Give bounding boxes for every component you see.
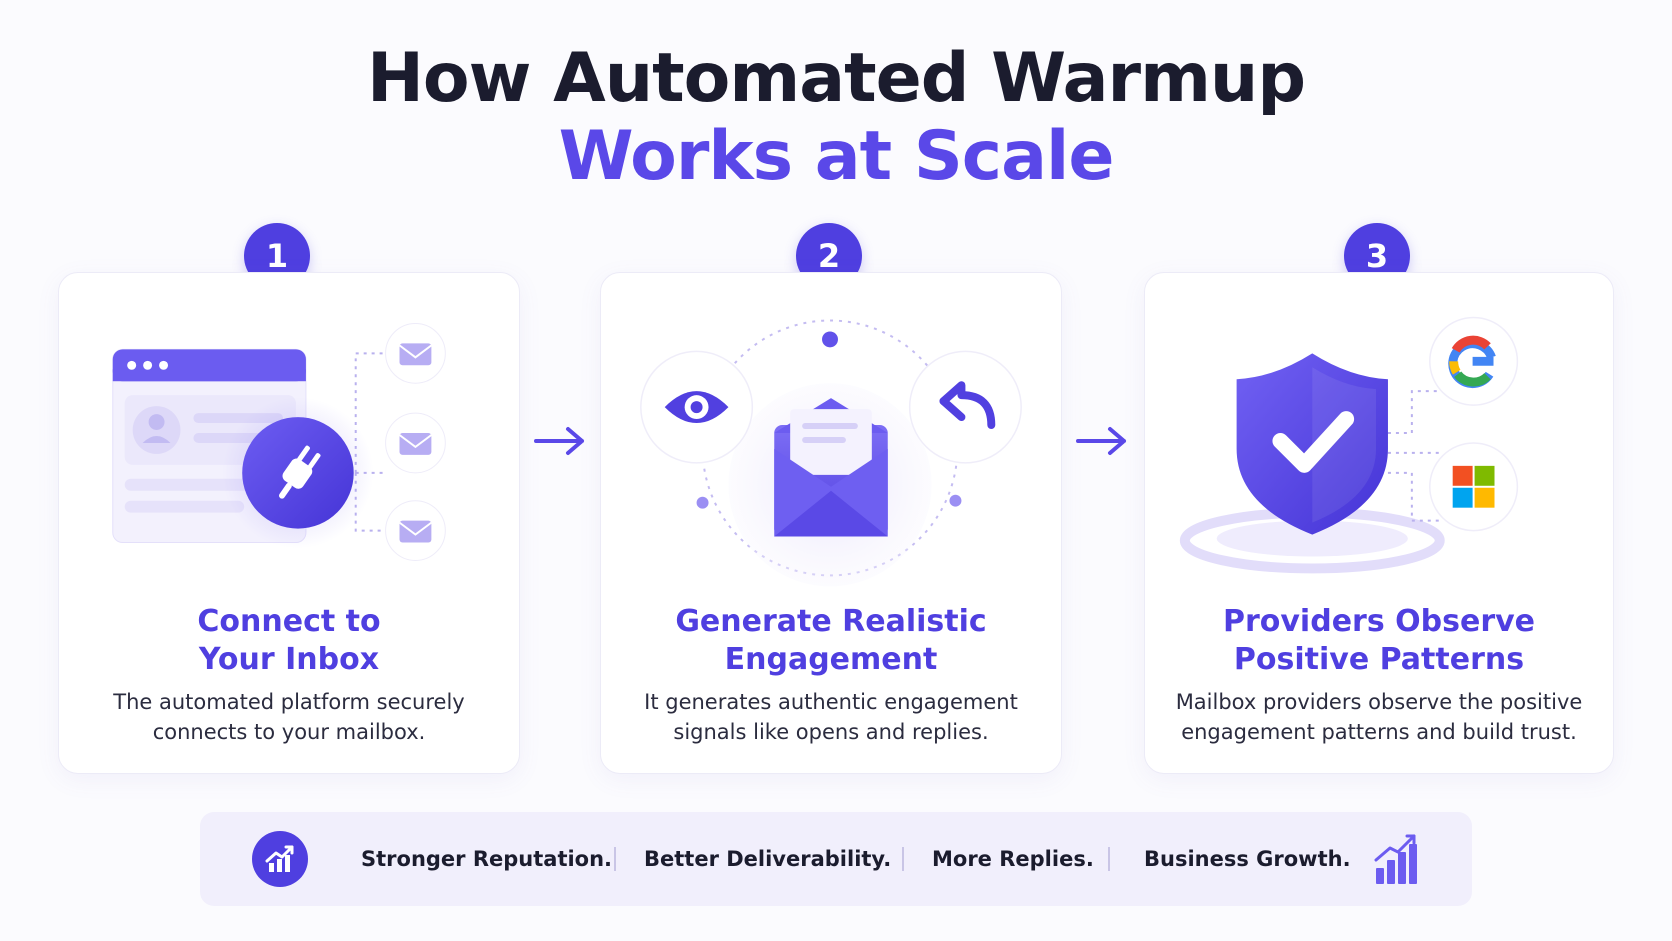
divider	[1108, 847, 1110, 871]
step-3-desc-line-1: Mailbox providers observe the positive	[1175, 690, 1583, 714]
user-avatar-icon	[132, 406, 181, 454]
title-line-2: Works at Scale	[558, 117, 1115, 196]
benefit-item: Business Growth.	[1144, 847, 1351, 871]
arrow-right-icon	[534, 427, 584, 455]
step-2-heading: Generate Realistic Engagement	[601, 603, 1061, 679]
eye-icon	[640, 350, 754, 464]
arrow-right-icon	[1076, 427, 1126, 455]
benefit-item: Stronger Reputation.	[361, 847, 613, 871]
step-2-desc-line-1: It generates authentic engagement	[644, 690, 1018, 714]
divider	[902, 847, 904, 871]
shield-check-icon	[1236, 353, 1388, 535]
step-3-heading-line-1: Providers Observe	[1222, 604, 1536, 639]
step-3-heading-line-2: Positive Patterns	[1233, 642, 1525, 677]
step-3-card: Providers Observe Positive Patterns Mail…	[1144, 272, 1614, 774]
step-3-heading: Providers Observe Positive Patterns	[1145, 603, 1613, 679]
benefit-item: Better Deliverability.	[644, 847, 892, 871]
growth-chart-icon	[252, 831, 308, 887]
step-2-heading-line-2: Engagement	[724, 642, 938, 677]
step-2-desc-line-2: signals like opens and replies.	[673, 720, 989, 744]
step-2-description: It generates authentic engagement signal…	[621, 687, 1041, 747]
benefit-item: More Replies.	[932, 847, 1094, 871]
step-1-desc-line-2: connects to your mailbox.	[152, 720, 426, 744]
step-3-desc-line-2: engagement patterns and build trust.	[1181, 720, 1577, 744]
bar-chart-growth-icon	[1374, 834, 1417, 884]
step-1-heading: Connect to Your Inbox	[59, 603, 519, 679]
open-envelope-icon	[774, 398, 888, 537]
divider	[614, 847, 616, 871]
step-1-description: The automated platform securely connects…	[79, 687, 499, 747]
google-icon	[1429, 316, 1519, 406]
plug-icon	[222, 397, 374, 549]
reply-icon	[908, 350, 1022, 464]
step-1-illustration	[112, 322, 446, 561]
step-1-card: Connect to Your Inbox The automated plat…	[58, 272, 520, 774]
step-2-heading-line-1: Generate Realistic	[675, 604, 987, 639]
envelope-icon	[385, 322, 446, 561]
step-3-description: Mailbox providers observe the positive e…	[1165, 687, 1593, 747]
step-1-heading-line-1: Connect to	[197, 604, 381, 639]
title-line-1: How Automated Warmup	[366, 39, 1306, 118]
step-1-heading-line-2: Your Inbox	[198, 642, 380, 677]
step-2-illustration	[640, 319, 1022, 587]
microsoft-icon	[1429, 442, 1519, 532]
step-3-illustration	[1179, 316, 1519, 574]
step-1-desc-line-1: The automated platform securely	[113, 690, 465, 714]
step-2-card: Generate Realistic Engagement It generat…	[600, 272, 1062, 774]
page-title: How Automated Warmup Works at Scale	[0, 40, 1672, 196]
benefits-bar: Stronger Reputation. Better Deliverabili…	[200, 812, 1472, 906]
